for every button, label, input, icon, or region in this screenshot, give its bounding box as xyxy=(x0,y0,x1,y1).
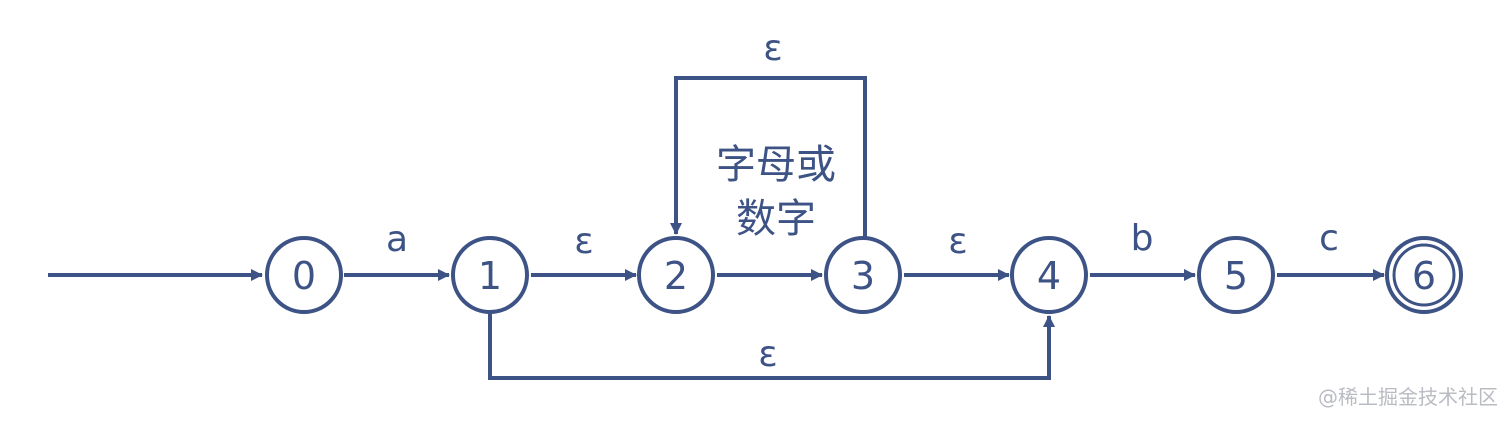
edge-1-4-bypass-label: ε xyxy=(758,334,777,375)
state-3: 3 xyxy=(824,236,902,314)
edge-3-2-loop-label: ε xyxy=(763,28,782,69)
state-0: 0 xyxy=(265,236,343,314)
loop-annotation-line1: 字母或 xyxy=(716,142,836,188)
edge-3-2-loop xyxy=(670,76,867,237)
state-6-accepting: 6 xyxy=(1385,236,1463,314)
edge-5-6-label: c xyxy=(1319,218,1339,259)
state-4: 4 xyxy=(1010,236,1088,314)
state-1-label: 1 xyxy=(478,254,502,298)
edge-3-4-label: ε xyxy=(948,221,967,262)
edge-0-1-label: a xyxy=(386,219,408,260)
state-0-label: 0 xyxy=(292,254,316,298)
edge-1-2-label: ε xyxy=(574,221,593,262)
state-5-label: 5 xyxy=(1224,254,1248,298)
state-2-label: 2 xyxy=(664,254,688,298)
state-6-label: 6 xyxy=(1412,254,1436,298)
watermark: @稀土掘金技术社区 xyxy=(1318,385,1498,409)
state-5: 5 xyxy=(1197,236,1275,314)
edge-1-4-bypass xyxy=(488,314,1055,380)
state-4-label: 4 xyxy=(1037,254,1061,298)
state-1: 1 xyxy=(451,236,529,314)
state-2: 2 xyxy=(637,236,715,314)
edge-4-5-label: b xyxy=(1131,218,1154,259)
loop-annotation-line2: 数字 xyxy=(736,196,816,242)
state-3-label: 3 xyxy=(851,254,875,298)
